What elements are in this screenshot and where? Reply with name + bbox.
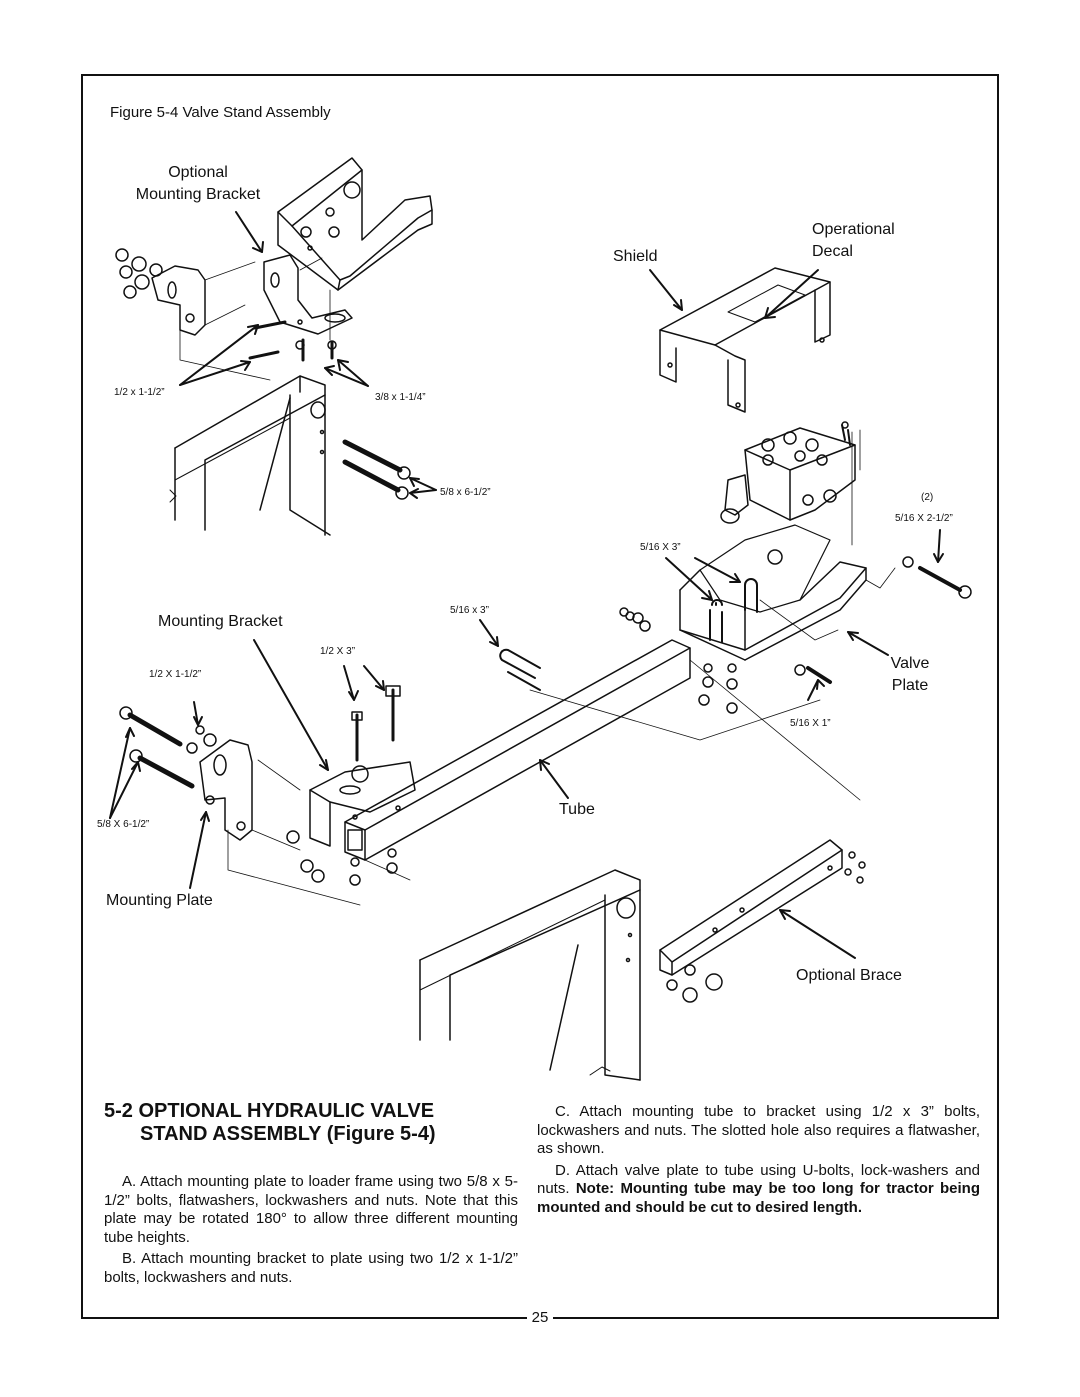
paragraph-a: A. Attach mounting plate to loader frame…: [104, 1173, 518, 1246]
callout-5-16-x-2-5: 5/16 X 2-1/2”: [895, 513, 953, 524]
callout-ubolt-upper: 5/16 X 3”: [640, 542, 681, 553]
paragraph-b: B. Attach mounting bracket to plate usin…: [104, 1250, 518, 1286]
paragraph-d-text: D. Attach valve plate to tube using U-bo…: [537, 1161, 980, 1198]
shield-arrows: [649, 269, 819, 319]
u-bolt-middle: [499, 648, 541, 691]
mounting-bracket-lower: [309, 685, 416, 847]
callout-half-x-1-5-top: 1/2 x 1-1/2”: [114, 387, 165, 398]
callout-half-x-3: 1/2 X 3”: [320, 646, 356, 657]
label-optional-brace: Optional Brace: [796, 967, 902, 984]
optional-mounting-bracket: [277, 157, 433, 291]
label-optional-mounting-bracket: Optional Mounting Bracket: [135, 164, 261, 203]
callout-5-8-x-6-5-bottom: 5/8 X 6-1/2”: [97, 819, 150, 830]
paragraph-d-note: Note: Mounting tube may be too long for …: [537, 1180, 981, 1216]
label-shield: Shield: [613, 248, 658, 265]
label-tube: Tube: [559, 801, 595, 818]
optional-brace-part: [659, 839, 866, 1003]
right-column: C. Attach mounting tube to bracket using…: [537, 1103, 980, 1220]
mounting-bracket-upper: [248, 254, 353, 362]
label-mounting-bracket: Mounting Bracket: [158, 613, 283, 630]
mounting-tube: [344, 639, 691, 861]
label-valve-plate: Valve Plate: [890, 655, 930, 694]
valve-body: [720, 421, 856, 524]
label-mounting-plate: Mounting Plate: [106, 892, 213, 909]
callout-ubolt-lower: 5/16 x 3”: [450, 605, 489, 616]
loader-frame-upper: [169, 375, 331, 536]
valve-arrows: [665, 529, 944, 656]
callout-5-8-x-6-5-top: 5/8 x 6-1/2”: [440, 487, 491, 498]
callout-half-x-1-5-bottom: 1/2 X 1-1/2”: [149, 669, 202, 680]
assembly-lines-lower: [227, 659, 861, 906]
callout-3-8-x-1-25: 3/8 x 1-1/4”: [375, 392, 426, 403]
figure-title: Figure 5-4 Valve Stand Assembly: [110, 104, 331, 121]
callout-qty-2: (2): [921, 492, 934, 503]
assembly-lines-upper: [179, 257, 331, 381]
shield-part: [659, 267, 831, 413]
label-operational-decal: Operational Decal: [812, 221, 895, 260]
mounting-plate-upper: [115, 248, 206, 336]
left-column: A. Attach mounting plate to loader frame…: [104, 1173, 518, 1290]
valve-plate: [619, 429, 972, 714]
heading-line-1: 5-2 OPTIONAL HYDRAULIC VALVE: [104, 1100, 435, 1122]
long-bolts-upper: [342, 439, 411, 500]
loader-frame-lower: [419, 869, 641, 1081]
page-number: 25: [527, 1308, 553, 1328]
callout-5-16-x-1: 5/16 X 1”: [790, 718, 831, 729]
paragraph-c: C. Attach mounting tube to bracket using…: [537, 1103, 980, 1157]
mounting-plate-lower: [119, 706, 398, 886]
paragraph-d: D. Attach valve plate to tube using U-bo…: [537, 1162, 980, 1218]
callout-arrows-lower: [109, 619, 856, 959]
heading-line-2: STAND ASSEMBLY (Figure 5-4): [140, 1123, 436, 1145]
callout-arrows-upper: [179, 211, 437, 499]
section-heading: 5-2 OPTIONAL HYDRAULIC VALVE STAND ASSEM…: [104, 1100, 504, 1146]
